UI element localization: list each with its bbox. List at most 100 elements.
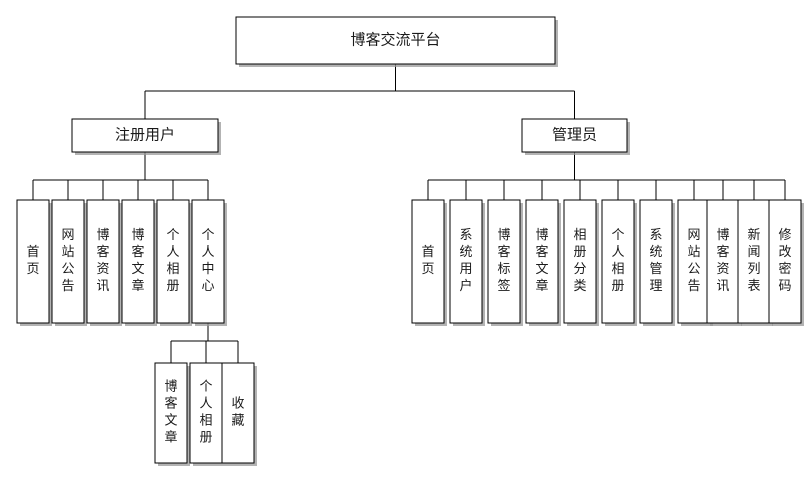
node-label: 修改密码 — [778, 227, 791, 293]
node-label-char: 相 — [573, 227, 586, 242]
node-rect[interactable] — [737, 199, 771, 324]
node-ru-site-notice[interactable]: 网站公告 — [51, 199, 87, 326]
node-label: 相册分类 — [573, 227, 586, 293]
node-root[interactable]: 博客交流平台 — [235, 16, 558, 67]
node-label-char: 统 — [649, 244, 662, 259]
node-ad-system-user[interactable]: 系统用户 — [449, 199, 485, 326]
node-rect[interactable] — [411, 199, 445, 324]
node-label-char: 客 — [716, 244, 729, 259]
node-label: 个人相册 — [199, 379, 212, 445]
node-label-char: 相 — [166, 261, 179, 276]
node-rect[interactable] — [86, 199, 120, 324]
node-ad-site-notice[interactable]: 网站公告 — [677, 199, 713, 326]
node-label-char: 表 — [747, 278, 760, 293]
node-rect[interactable] — [16, 199, 50, 324]
node-label: 个人相册 — [611, 227, 624, 293]
node-rect[interactable] — [189, 362, 223, 464]
node-label-char: 章 — [131, 278, 144, 293]
node-pc-personal-album[interactable]: 个人相册 — [189, 362, 225, 466]
node-administrator[interactable]: 管理员 — [521, 118, 630, 155]
node-label: 系统用户 — [459, 227, 472, 293]
node-label-char: 客 — [497, 244, 510, 259]
node-rect[interactable] — [601, 199, 635, 324]
node-label: 注册用户 — [115, 126, 175, 143]
node-label: 博客文章 — [535, 227, 548, 293]
node-label-char: 页 — [26, 261, 39, 276]
node-rect[interactable] — [71, 118, 219, 153]
node-label: 个人相册 — [166, 227, 179, 293]
node-ad-change-password[interactable]: 修改密码 — [768, 199, 804, 326]
connector-layer — [32, 64, 786, 363]
node-label-char: 系 — [649, 227, 662, 242]
node-rect[interactable] — [51, 199, 85, 324]
node-label-char: 中 — [201, 261, 214, 276]
node-label: 首页 — [26, 244, 39, 276]
node-rect[interactable] — [677, 199, 711, 324]
node-ad-blog-tag[interactable]: 博客标签 — [487, 199, 523, 326]
node-label-char: 首 — [421, 244, 434, 259]
node-label-char: 个 — [166, 227, 179, 242]
node-label-char: 藏 — [231, 413, 244, 428]
node-ru-blog-article[interactable]: 博客文章 — [121, 199, 157, 326]
node-ru-personal-center[interactable]: 个人中心 — [191, 199, 227, 326]
node-ad-album-category[interactable]: 相册分类 — [563, 199, 599, 326]
node-rect[interactable] — [639, 199, 673, 324]
node-label-char: 公 — [687, 261, 700, 276]
node-label-char: 个 — [611, 227, 624, 242]
node-label-char: 博 — [535, 227, 548, 242]
node-label-char: 博 — [716, 227, 729, 242]
node-rect[interactable] — [156, 199, 190, 324]
node-rect[interactable] — [191, 199, 225, 324]
node-label-char: 人 — [201, 244, 214, 259]
node-label: 网站公告 — [687, 227, 700, 293]
node-label: 首页 — [421, 244, 434, 276]
node-rect[interactable] — [525, 199, 559, 324]
node-registered-user[interactable]: 注册用户 — [71, 118, 221, 155]
node-ad-personal-album[interactable]: 个人相册 — [601, 199, 637, 326]
node-label-char: 页 — [421, 261, 434, 276]
node-label: 新闻列表 — [747, 227, 760, 293]
node-label-char: 网 — [687, 227, 700, 242]
node-label-char: 闻 — [747, 244, 760, 259]
node-label-char: 资 — [96, 261, 109, 276]
node-rect[interactable] — [487, 199, 521, 324]
node-ad-blog-news[interactable]: 博客资讯 — [706, 199, 742, 326]
node-label: 个人中心 — [201, 227, 214, 293]
node-rect[interactable] — [449, 199, 483, 324]
node-ad-news-list[interactable]: 新闻列表 — [737, 199, 773, 326]
node-ad-system-manage[interactable]: 系统管理 — [639, 199, 675, 326]
node-pc-favorites[interactable]: 收藏 — [221, 362, 257, 466]
node-rect[interactable] — [221, 362, 255, 464]
node-label-char: 人 — [166, 244, 179, 259]
node-label-char: 相 — [199, 413, 212, 428]
node-label-char: 管 — [649, 261, 662, 276]
node-ru-blog-news[interactable]: 博客资讯 — [86, 199, 122, 326]
node-rect[interactable] — [235, 16, 556, 65]
node-label-char: 册 — [611, 278, 624, 293]
node-label-char: 新 — [747, 227, 760, 242]
node-label: 系统管理 — [649, 227, 662, 293]
node-rect[interactable] — [154, 362, 188, 464]
node-label-char: 人 — [611, 244, 624, 259]
node-label-char: 博 — [96, 227, 109, 242]
node-label-char: 户 — [459, 278, 472, 293]
node-label-char: 文 — [131, 261, 144, 276]
node-label-char: 册 — [166, 278, 179, 293]
node-label-char: 册 — [199, 430, 212, 445]
node-label: 博客资讯 — [716, 227, 729, 293]
node-ad-home[interactable]: 首页 — [411, 199, 447, 326]
node-label: 博客交流平台 — [350, 30, 440, 48]
node-rect[interactable] — [768, 199, 802, 324]
node-label-char: 讯 — [96, 278, 109, 293]
node-ru-personal-album[interactable]: 个人相册 — [156, 199, 192, 326]
node-label-char: 客 — [164, 396, 177, 411]
node-rect[interactable] — [121, 199, 155, 324]
node-label-char: 个 — [199, 379, 212, 394]
node-rect[interactable] — [521, 118, 628, 153]
node-ad-blog-article[interactable]: 博客文章 — [525, 199, 561, 326]
node-label: 博客文章 — [131, 227, 144, 293]
node-rect[interactable] — [563, 199, 597, 324]
node-ru-home[interactable]: 首页 — [16, 199, 52, 326]
node-pc-blog-article[interactable]: 博客文章 — [154, 362, 190, 466]
